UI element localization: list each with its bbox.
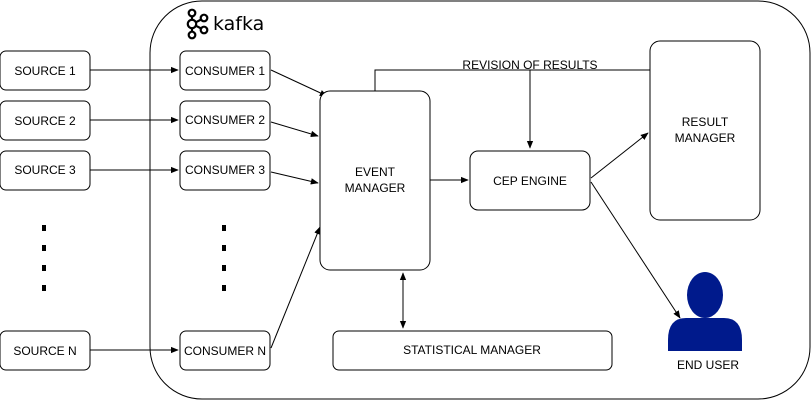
consumer-label-1: CONSUMER 1 xyxy=(185,64,265,78)
kafka-brand-text: kafka xyxy=(213,13,264,35)
cep-engine-label: CEP ENGINE xyxy=(493,174,567,188)
kafka-logo-icon xyxy=(186,8,209,40)
consumer-box-1[interactable]: CONSUMER 1 xyxy=(179,50,271,91)
revision-of-results-label: REVISION OF RESULTS xyxy=(462,58,597,72)
consumer-box-2[interactable]: CONSUMER 2 xyxy=(179,100,271,141)
source-label-3: SOURCE 3 xyxy=(14,163,76,177)
arrow-consumern-event-manager xyxy=(270,226,321,349)
statistical-manager-label: STATISTICAL MANAGER xyxy=(403,343,541,357)
revision-feedback-line xyxy=(374,69,650,91)
consumer-box-n[interactable]: CONSUMER N xyxy=(179,330,271,371)
source-label-2: SOURCE 2 xyxy=(14,114,76,128)
arrow-consumer2-event-manager xyxy=(270,121,319,138)
consumer-label-2: CONSUMER 2 xyxy=(185,113,265,127)
source-label-1: SOURCE 1 xyxy=(14,64,76,78)
event-manager-label-line1: EVENT xyxy=(355,165,396,179)
consumer-box-3[interactable]: CONSUMER 3 xyxy=(179,150,271,191)
source-label-n: SOURCE N xyxy=(13,344,76,358)
arrow-cep-end-user xyxy=(590,181,681,319)
result-manager-label-line1: RESULT xyxy=(682,115,729,129)
user-icon xyxy=(668,272,742,351)
statistical-manager-box[interactable]: STATISTICAL MANAGER xyxy=(332,330,613,371)
consumer-label-n: CONSUMER N xyxy=(184,344,266,358)
source-box-3[interactable]: SOURCE 3 xyxy=(0,150,91,191)
result-manager-label-line2: MANAGER xyxy=(675,131,736,145)
consumer-label-3: CONSUMER 3 xyxy=(185,163,265,177)
result-manager-box[interactable]: RESULT MANAGER xyxy=(649,40,761,221)
end-user-label: END USER xyxy=(677,358,739,372)
cep-engine-box[interactable]: CEP ENGINE xyxy=(469,150,591,211)
source-ellipsis xyxy=(42,225,46,291)
arrow-consumer1-event-manager xyxy=(270,69,328,97)
event-manager-box[interactable]: EVENT MANAGER xyxy=(319,90,431,271)
source-box-n[interactable]: SOURCE N xyxy=(0,330,91,371)
source-box-1[interactable]: SOURCE 1 xyxy=(0,50,91,91)
event-manager-label-line2: MANAGER xyxy=(345,181,406,195)
source-box-2[interactable]: SOURCE 2 xyxy=(0,100,91,141)
consumer-ellipsis xyxy=(222,225,226,291)
arrow-consumer3-event-manager xyxy=(270,171,319,185)
arrow-cep-result-manager xyxy=(590,132,649,179)
